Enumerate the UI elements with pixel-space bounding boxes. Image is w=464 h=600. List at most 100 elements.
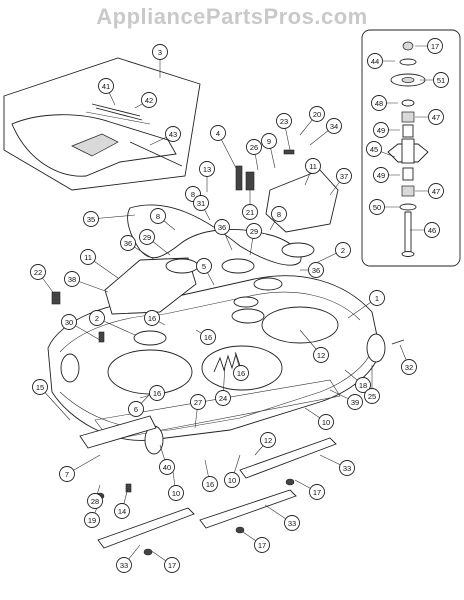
callout-number: 18 [359, 381, 367, 390]
callout-number: 27 [194, 398, 202, 407]
callout-17: 17 [149, 549, 180, 573]
callout-8: 8 [150, 208, 176, 231]
callout-23: 23 [276, 113, 292, 151]
callout-17: 17 [415, 38, 443, 54]
callout-number: 32 [405, 363, 413, 372]
callout-number: 29 [250, 227, 258, 236]
callout-30: 30 [61, 314, 101, 341]
callout-circle [373, 167, 389, 183]
callout-circle [260, 432, 276, 448]
callout-circle [83, 211, 99, 227]
callout-number: 31 [197, 199, 205, 208]
callout-number: 37 [340, 172, 348, 181]
callout-circle [254, 537, 270, 553]
callout-20: 20 [299, 106, 325, 136]
callout-number: 20 [313, 110, 321, 119]
callout-circle [87, 493, 103, 509]
callout-number: 4 [216, 129, 220, 138]
callout-15: 15 [32, 379, 71, 421]
callout-36: 36 [120, 235, 156, 261]
callout-36: 36 [300, 262, 324, 278]
callout-number: 8 [156, 212, 160, 221]
callout-29: 29 [139, 229, 171, 256]
callout-number: 24 [219, 394, 227, 403]
callout-circle [364, 388, 380, 404]
callout-number: 21 [246, 208, 254, 217]
callout-49: 49 [373, 122, 400, 138]
callout-10: 10 [168, 464, 184, 501]
callout-number: 16 [237, 369, 245, 378]
callout-number: 42 [145, 96, 153, 105]
callout-circle [326, 118, 342, 134]
callout-number: 49 [377, 171, 385, 180]
callout-circle [193, 195, 209, 211]
callout-number: 10 [322, 418, 330, 427]
callout-number: 16 [153, 389, 161, 398]
callout-number: 38 [68, 275, 76, 284]
callout-circle [347, 394, 363, 410]
callout-number: 36 [218, 223, 226, 232]
callout-49: 49 [373, 167, 400, 183]
callout-33: 33 [116, 544, 141, 573]
callout-16: 16 [144, 310, 166, 326]
callout-37: 37 [329, 168, 352, 196]
callout-31: 31 [193, 195, 211, 221]
callout-circle [401, 359, 417, 375]
callout-number: 30 [65, 318, 73, 327]
callout-2: 2 [317, 242, 351, 263]
callout-number: 40 [163, 463, 171, 472]
callout-circle [149, 385, 165, 401]
callout-circle [261, 133, 277, 149]
callout-25: 25 [364, 365, 380, 404]
callout-4: 4 [210, 125, 237, 169]
callout-circle [309, 106, 325, 122]
callout-number: 45 [370, 145, 378, 154]
callout-circle [168, 485, 184, 501]
callout-circle [114, 503, 130, 519]
mower-deck [47, 149, 405, 556]
callout-circle [196, 258, 212, 274]
callout-28: 28 [87, 484, 103, 509]
callout-number: 19 [88, 516, 96, 525]
callout-number: 15 [36, 383, 44, 392]
callout-circle [355, 377, 371, 393]
callout-layer: 1223456788891010101111121213141516161616… [30, 38, 449, 573]
callout-number: 6 [134, 405, 138, 414]
callout-number: 47 [432, 187, 440, 196]
callout-circle [284, 515, 300, 531]
callout-5: 5 [196, 258, 215, 286]
callout-circle [202, 476, 218, 492]
callout-11: 11 [304, 158, 321, 186]
callout-51: 51 [420, 72, 449, 88]
callout-circle [89, 310, 105, 326]
callout-22: 22 [30, 264, 56, 296]
callout-circle [30, 264, 46, 280]
callout-number: 2 [341, 246, 345, 255]
callout-number: 17 [168, 561, 176, 570]
callout-33: 33 [319, 454, 355, 476]
callout-39: 39 [329, 389, 363, 410]
callout-44: 44 [367, 53, 395, 69]
callout-3: 3 [152, 44, 168, 78]
callout-33: 33 [264, 504, 300, 531]
callout-38: 38 [64, 271, 109, 293]
callout-circle [98, 78, 114, 94]
callout-circle [128, 401, 144, 417]
callout-circle [428, 109, 444, 125]
callout-circle [424, 222, 440, 238]
callout-circle [164, 557, 180, 573]
callout-number: 29 [143, 233, 151, 242]
baffle-inset [3, 57, 201, 191]
callout-circle [165, 126, 181, 142]
callout-number: 17 [313, 488, 321, 497]
callout-number: 11 [84, 253, 92, 262]
callout-circle [373, 122, 389, 138]
callout-number: 47 [432, 113, 440, 122]
callout-circle [199, 161, 215, 177]
callout-circle [366, 141, 382, 157]
callout-circle [433, 72, 449, 88]
callout-circle [64, 271, 80, 287]
callout-34: 34 [309, 118, 342, 146]
callout-circle [200, 329, 216, 345]
